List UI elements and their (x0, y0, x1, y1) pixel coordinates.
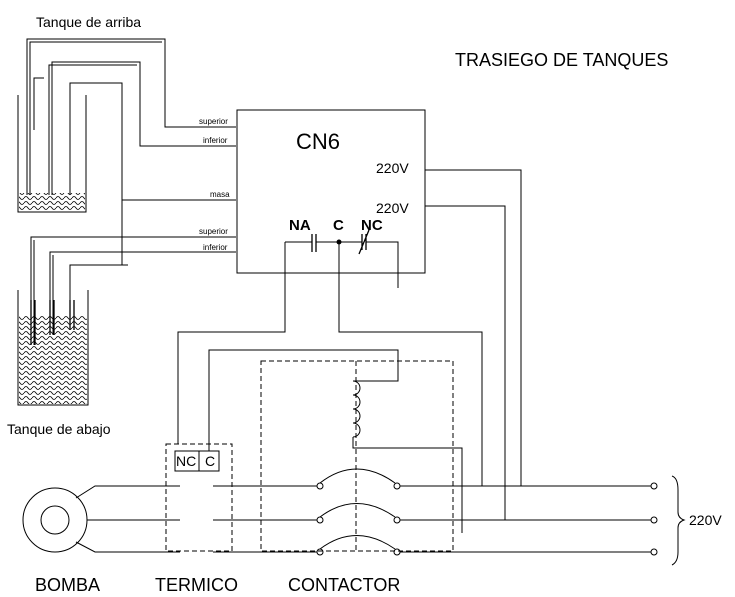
contactor-label: CONTACTOR (288, 575, 400, 595)
input-superior-top: superior (199, 117, 228, 126)
top-tank (17, 95, 87, 213)
thermal-nc-label: NC (176, 453, 196, 469)
relay-na-label: NA (289, 217, 311, 234)
power-terminal-2: 220V (376, 200, 409, 216)
relay-c-label: C (333, 217, 344, 234)
power-terminal-1: 220V (376, 160, 409, 176)
top-tank-probes (26, 38, 236, 201)
input-masa: masa (210, 190, 230, 199)
thermal-label: TERMICO (155, 575, 238, 595)
input-inferior-top: inferior (203, 136, 228, 145)
top-tank-label: Tanque de arriba (36, 14, 141, 30)
contactor (260, 360, 463, 556)
thermal-c-label: C (205, 453, 215, 469)
bottom-tank-probes (30, 200, 236, 345)
cn6-label: CN6 (296, 129, 340, 154)
diagram-title: TRASIEGO DE TANQUES (455, 50, 668, 70)
supply-label: 220V (689, 512, 722, 528)
input-superior-bottom: superior (199, 227, 228, 236)
relay-nc-label: NC (361, 217, 383, 234)
pump-motor (22, 485, 317, 553)
cn6-controller: CN6 superior inferior masa superior infe… (199, 109, 426, 288)
bottom-tank-label: Tanque de abajo (7, 421, 111, 437)
input-inferior-bottom: inferior (203, 243, 228, 252)
pump-label: BOMBA (35, 575, 100, 595)
thermal-relay: NC C (165, 349, 399, 552)
